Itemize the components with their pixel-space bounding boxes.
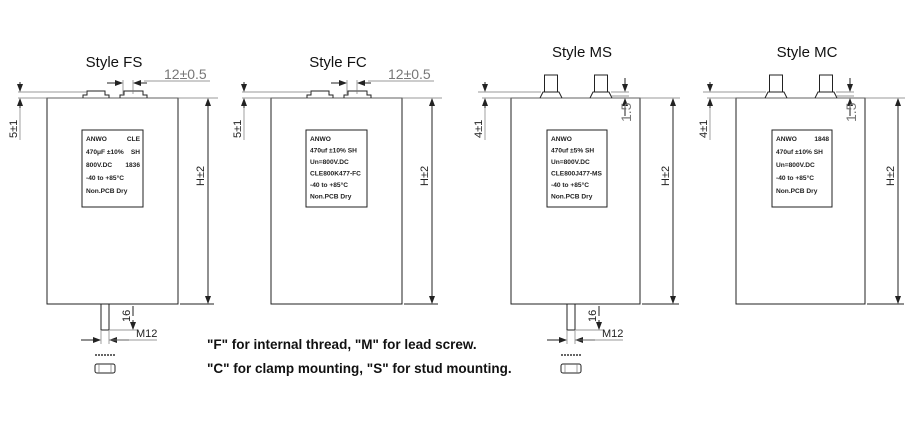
terminal-lead-screw bbox=[594, 74, 608, 93]
offset-label: 5±1 bbox=[232, 120, 244, 138]
nameplate-line: Un=800V.DC bbox=[551, 159, 590, 166]
nameplate-line-right: 1836 bbox=[125, 162, 140, 169]
mounting-stud bbox=[100, 303, 110, 331]
offset-label: 4±1 bbox=[698, 120, 710, 138]
nameplate-line: Non.PCB Dry bbox=[776, 188, 818, 195]
offset-label: 4±1 bbox=[473, 120, 485, 138]
height-label: H±2 bbox=[885, 166, 897, 186]
terminal-internal-thread bbox=[306, 90, 334, 98]
nameplate-border bbox=[305, 129, 368, 208]
nameplate: ANWO 470uf ±10% SH Un=800V.DC CLE800K477-FC… bbox=[305, 129, 368, 208]
figure-title: Style FC bbox=[309, 54, 367, 71]
figure-style-ms: Style MS 1.5 4±1H±2 ANWO 470uf ±5% SH Un=800V… bbox=[473, 44, 680, 374]
nameplate-line: -40 to +85°C bbox=[551, 181, 589, 189]
stud-length-label: 16 bbox=[121, 310, 133, 322]
terminal-internal-thread bbox=[119, 90, 148, 98]
terminal-internal-thread bbox=[82, 90, 110, 98]
nameplate-line: ANWO bbox=[310, 136, 331, 143]
note-mounting-types: "C" for clamp mounting, "S" for stud mou… bbox=[207, 361, 512, 376]
terminal-lead-screw bbox=[769, 74, 783, 93]
nameplate-line-right: 1848 bbox=[814, 136, 829, 143]
offset-label: 5±1 bbox=[8, 120, 20, 138]
nameplate-line: 470uf ±10% SH bbox=[310, 148, 357, 155]
nameplate-line: 800V.DC bbox=[86, 162, 112, 169]
terminal-base bbox=[589, 91, 613, 99]
figure-style-mc: Style MC 1.5 4±1H±2 ANWO 1848 470uf ±10% SH Un… bbox=[698, 44, 905, 305]
terminal-internal-thread bbox=[343, 90, 372, 98]
terminal-lead-screw bbox=[544, 74, 558, 93]
nameplate-line: Un=800V.DC bbox=[776, 162, 815, 169]
thread-label: M12 bbox=[602, 328, 623, 340]
gap-label: 1.5 bbox=[843, 102, 859, 122]
nameplate-line: Non.PCB Dry bbox=[86, 188, 128, 195]
terminal-base bbox=[764, 91, 788, 99]
nameplate-line-right: CLE bbox=[127, 136, 141, 143]
height-label: H±2 bbox=[660, 166, 672, 186]
nameplate-line: CLE800K477-FC bbox=[310, 171, 361, 178]
terminal-lead-screw bbox=[819, 74, 833, 93]
spacing-label: 12±0.5 bbox=[388, 66, 431, 82]
nameplate-line: Non.PCB Dry bbox=[310, 194, 352, 201]
mounting-stud bbox=[566, 303, 576, 331]
stud-length-label: 16 bbox=[587, 310, 599, 322]
nameplate-line-right: SH bbox=[131, 149, 140, 156]
nameplate-line: 470uf ±5% SH bbox=[551, 148, 594, 155]
note-terminal-types: "F" for internal thread, "M" for lead sc… bbox=[207, 337, 477, 352]
nameplate: ANWO 1848 470uf ±10% SH Un=800V.DC -40 to +8… bbox=[771, 129, 833, 208]
nameplate-line: -40 to +85°C bbox=[86, 174, 124, 182]
capacitor-body bbox=[270, 97, 403, 305]
figure-title: Style MS bbox=[552, 44, 612, 61]
gap-label: 1.5 bbox=[618, 102, 634, 122]
figure-title: Style MC bbox=[777, 44, 838, 61]
terminal-base bbox=[814, 91, 838, 99]
capacitor-body bbox=[46, 97, 179, 305]
nameplate-line: Un=800V.DC bbox=[310, 159, 349, 166]
nameplate-line: -40 to +85°C bbox=[310, 181, 348, 189]
figure-title: Style FS bbox=[86, 54, 143, 71]
thread-label: M12 bbox=[136, 328, 157, 340]
nameplate-line: -40 to +85°C bbox=[776, 174, 814, 182]
nameplate-line: ANWO bbox=[86, 136, 107, 143]
height-label: H±2 bbox=[419, 166, 431, 186]
nameplate-border bbox=[81, 129, 144, 208]
nameplate-border bbox=[771, 129, 833, 208]
nameplate: ANWO 470uf ±5% SH Un=800V.DC CLE800J477-MS -… bbox=[546, 129, 608, 208]
nameplate-line: ANWO bbox=[776, 136, 797, 143]
capacitor-body bbox=[510, 97, 641, 305]
height-label: H±2 bbox=[195, 166, 207, 186]
nameplate-line: ANWO bbox=[551, 136, 572, 143]
nameplate-line: 470uf ±10% SH bbox=[776, 149, 823, 156]
nameplate-line: Non.PCB Dry bbox=[551, 194, 593, 201]
nameplate-line: 470μF ±10% bbox=[86, 149, 124, 156]
nameplate-border bbox=[546, 129, 608, 208]
capacitor-body bbox=[735, 97, 866, 305]
figure-style-fc: Style FC 12±0.5 5±1H±2 ANWO 470uf ±10% SH Un=… bbox=[232, 54, 442, 305]
nut-icon bbox=[94, 363, 116, 374]
spacing-label: 12±0.5 bbox=[164, 66, 207, 82]
nameplate-line: CLE800J477-MS bbox=[551, 171, 603, 178]
terminal-base bbox=[539, 91, 563, 99]
nut-icon bbox=[560, 363, 582, 374]
